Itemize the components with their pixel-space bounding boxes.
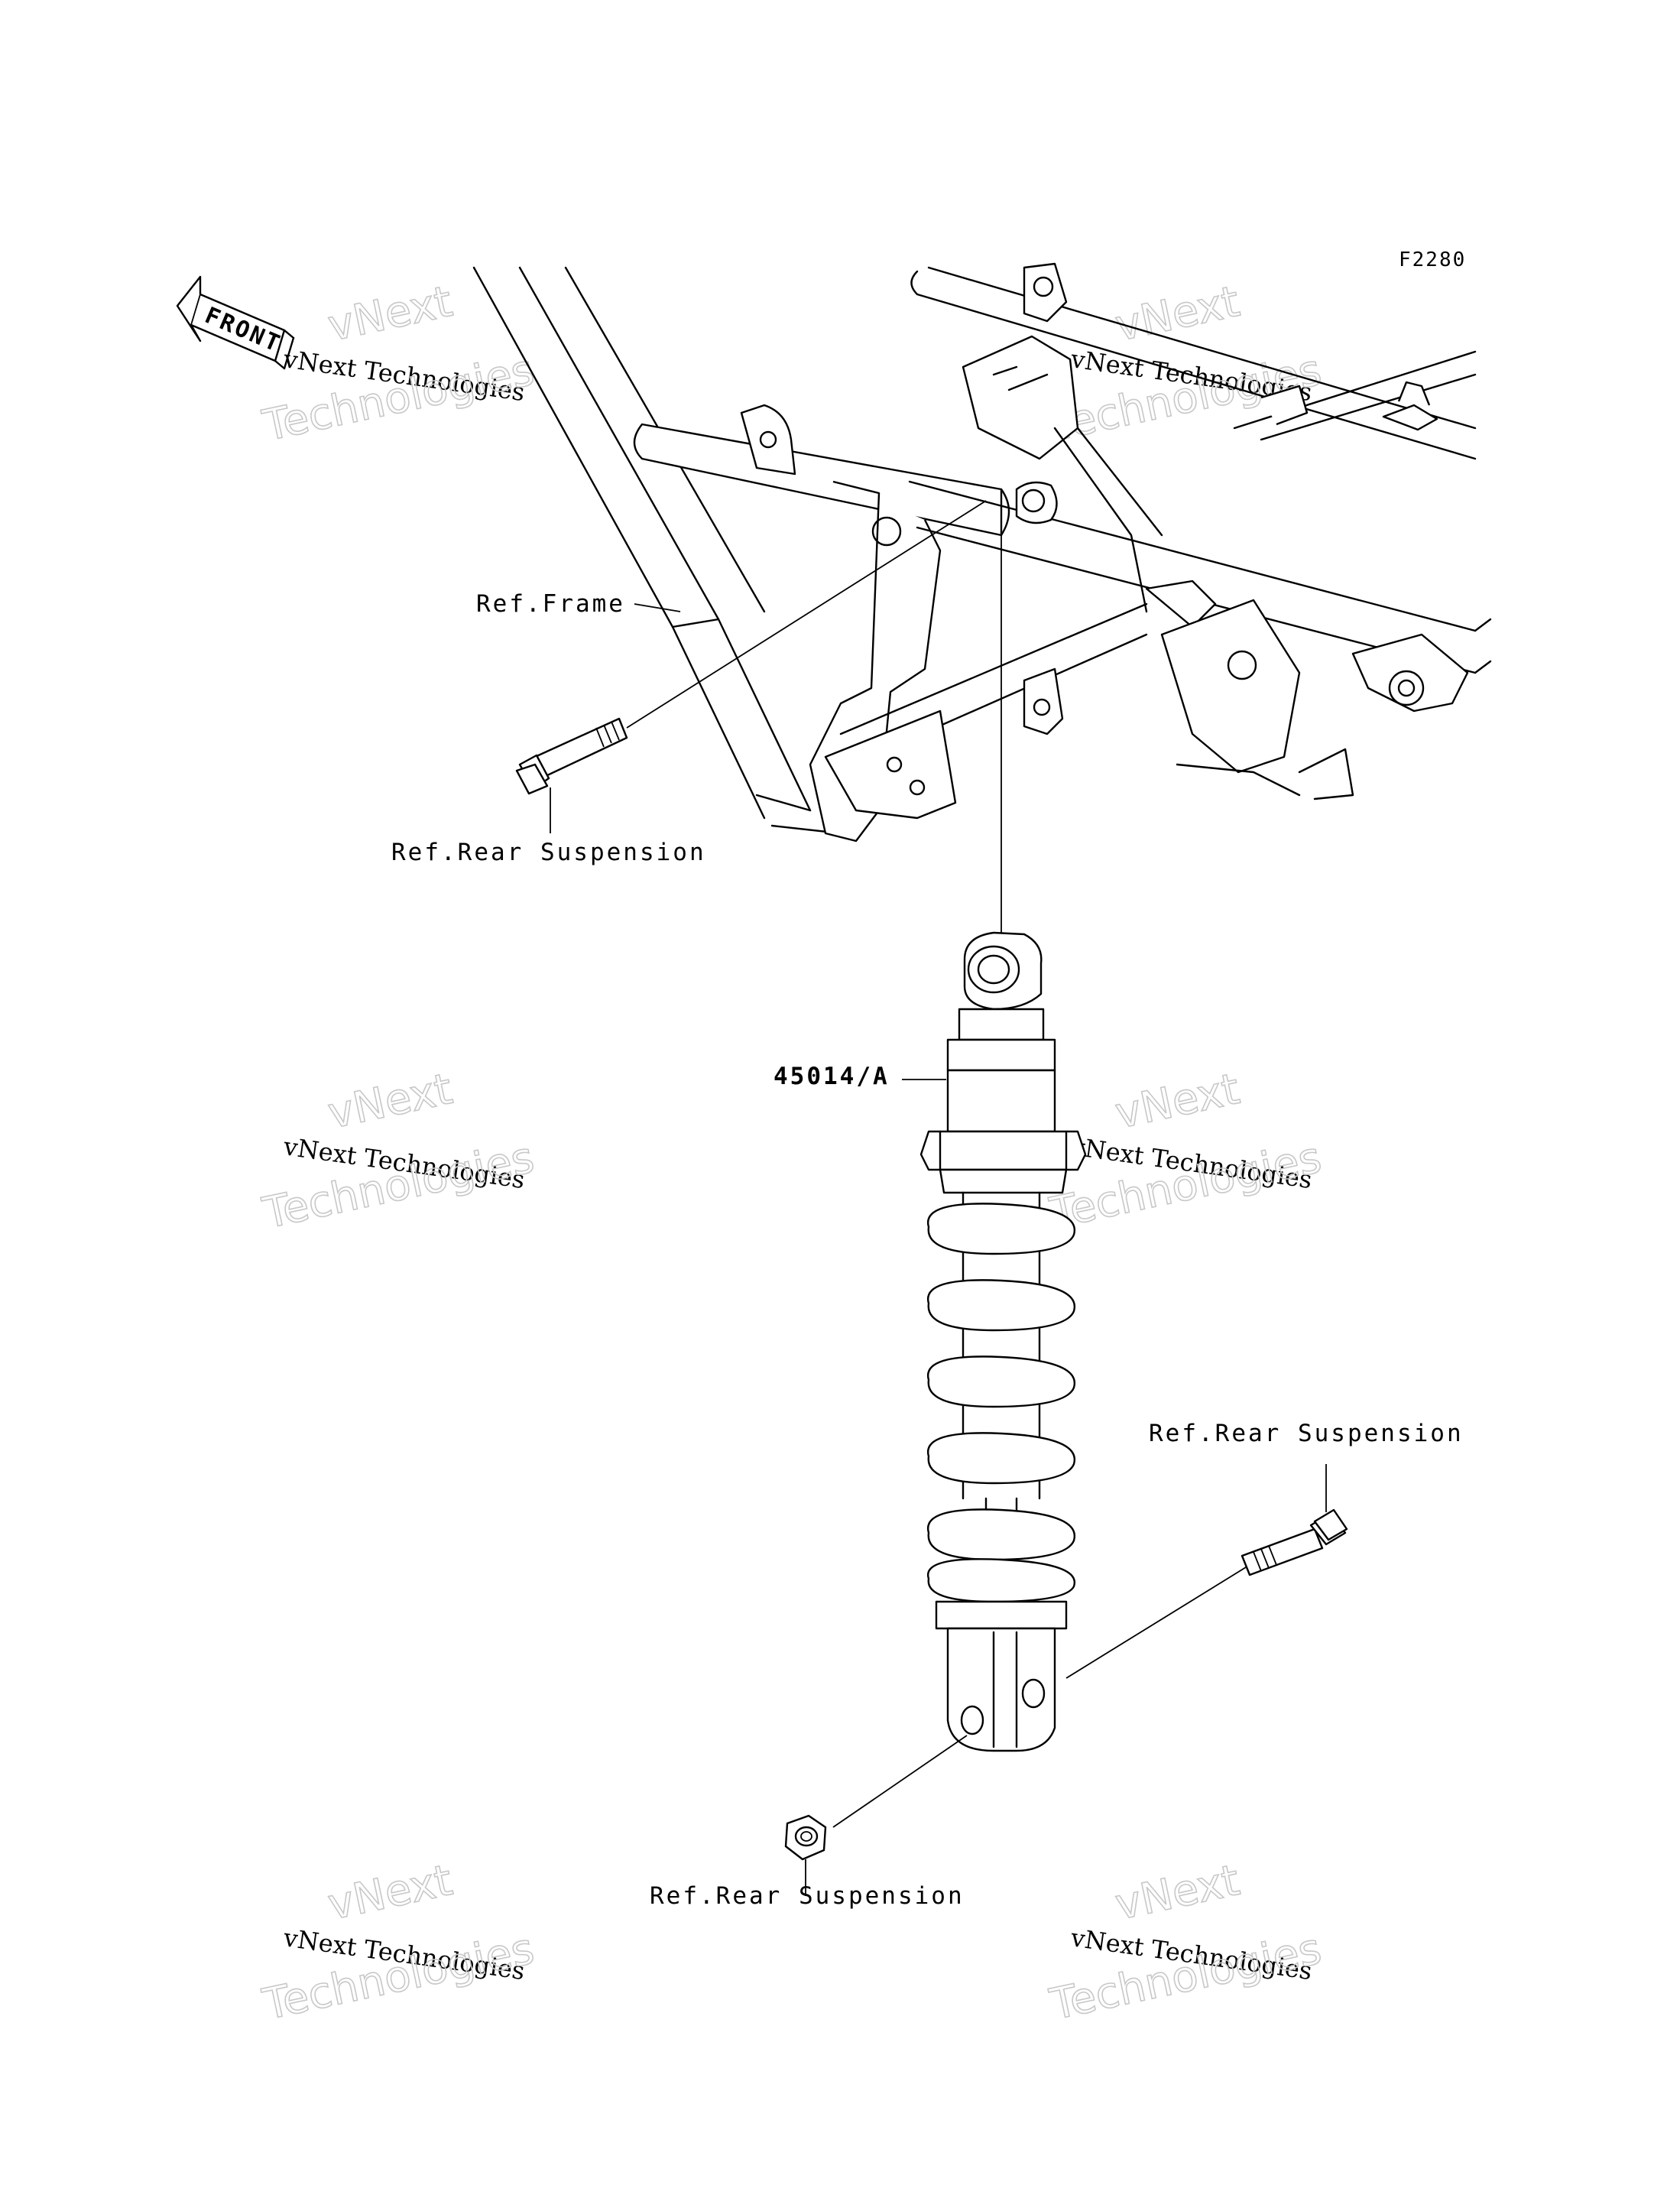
nut-drawing [784, 1814, 827, 1861]
top-bolt-drawing [515, 717, 628, 795]
label-ref-rear-suspension-right: Ref.Rear Suspension [1149, 1420, 1464, 1447]
frame-drawing [472, 262, 1492, 843]
watermark-middle-right: vNext vNext Technologies Technologies [1045, 1063, 1326, 1239]
diagram-code: F2280 [1399, 248, 1466, 271]
watermark-bottom-left: vNext vNext Technologies Technologies [258, 1855, 539, 2031]
svg-text:vNext: vNext [1111, 1064, 1244, 1139]
svg-text:vNext: vNext [324, 277, 457, 352]
label-ref-rear-suspension-bottom: Ref.Rear Suspension [650, 1882, 965, 1910]
shock-absorber-drawing [919, 931, 1087, 1752]
leader-bottom-bolt [1065, 1567, 1247, 1679]
leader-nut [832, 1735, 968, 1828]
bottom-bolt-drawing [1241, 1508, 1348, 1576]
watermark-bottom-right: vNext vNext Technologies Technologies [1045, 1855, 1326, 2031]
front-arrow-icon: FRONT [176, 275, 295, 370]
svg-text:vNext: vNext [324, 1855, 457, 1930]
watermark-top-right: vNext vNext Technologies Technologies [1045, 276, 1326, 452]
leader-frame [634, 603, 681, 612]
watermark-top-left: vNext vNext Technologies Technologies [258, 276, 539, 452]
svg-text:vNext: vNext [1111, 1855, 1244, 1930]
leader-top-bolt [626, 500, 987, 729]
svg-text:FRONT: FRONT [201, 302, 286, 358]
label-ref-frame: Ref.Frame [476, 590, 625, 618]
watermark-middle-left: vNext vNext Technologies Technologies [258, 1063, 539, 1239]
svg-text:vNext: vNext [324, 1064, 457, 1139]
label-ref-rear-suspension-top: Ref.Rear Suspension [391, 839, 706, 866]
label-part-45014a: 45014/A [774, 1063, 890, 1090]
